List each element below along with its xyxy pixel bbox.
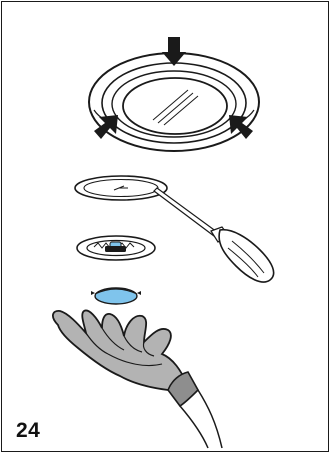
lamp-cover-assembly [89, 37, 259, 151]
bulb-holder [105, 246, 126, 252]
figure-frame: 24 [1, 1, 329, 452]
lens-body [95, 288, 137, 304]
figure-number: 24 [16, 420, 40, 441]
gloved-hand [53, 310, 222, 448]
glass-disc-with-screwdriver [75, 176, 274, 282]
lamp-cover-removal-illustration [2, 2, 330, 453]
blue-lens [91, 288, 141, 304]
lens-tab-right [137, 291, 141, 295]
lamp-cover-glass [123, 78, 227, 134]
glove-body [53, 310, 188, 392]
lens-tab-left [91, 291, 95, 295]
screwdriver-handle [219, 230, 274, 282]
bulb-socket-plate [77, 236, 155, 260]
arm-lower-edge [180, 406, 208, 448]
arm-upper-edge [198, 390, 222, 448]
screwdriver-shaft [154, 188, 217, 236]
